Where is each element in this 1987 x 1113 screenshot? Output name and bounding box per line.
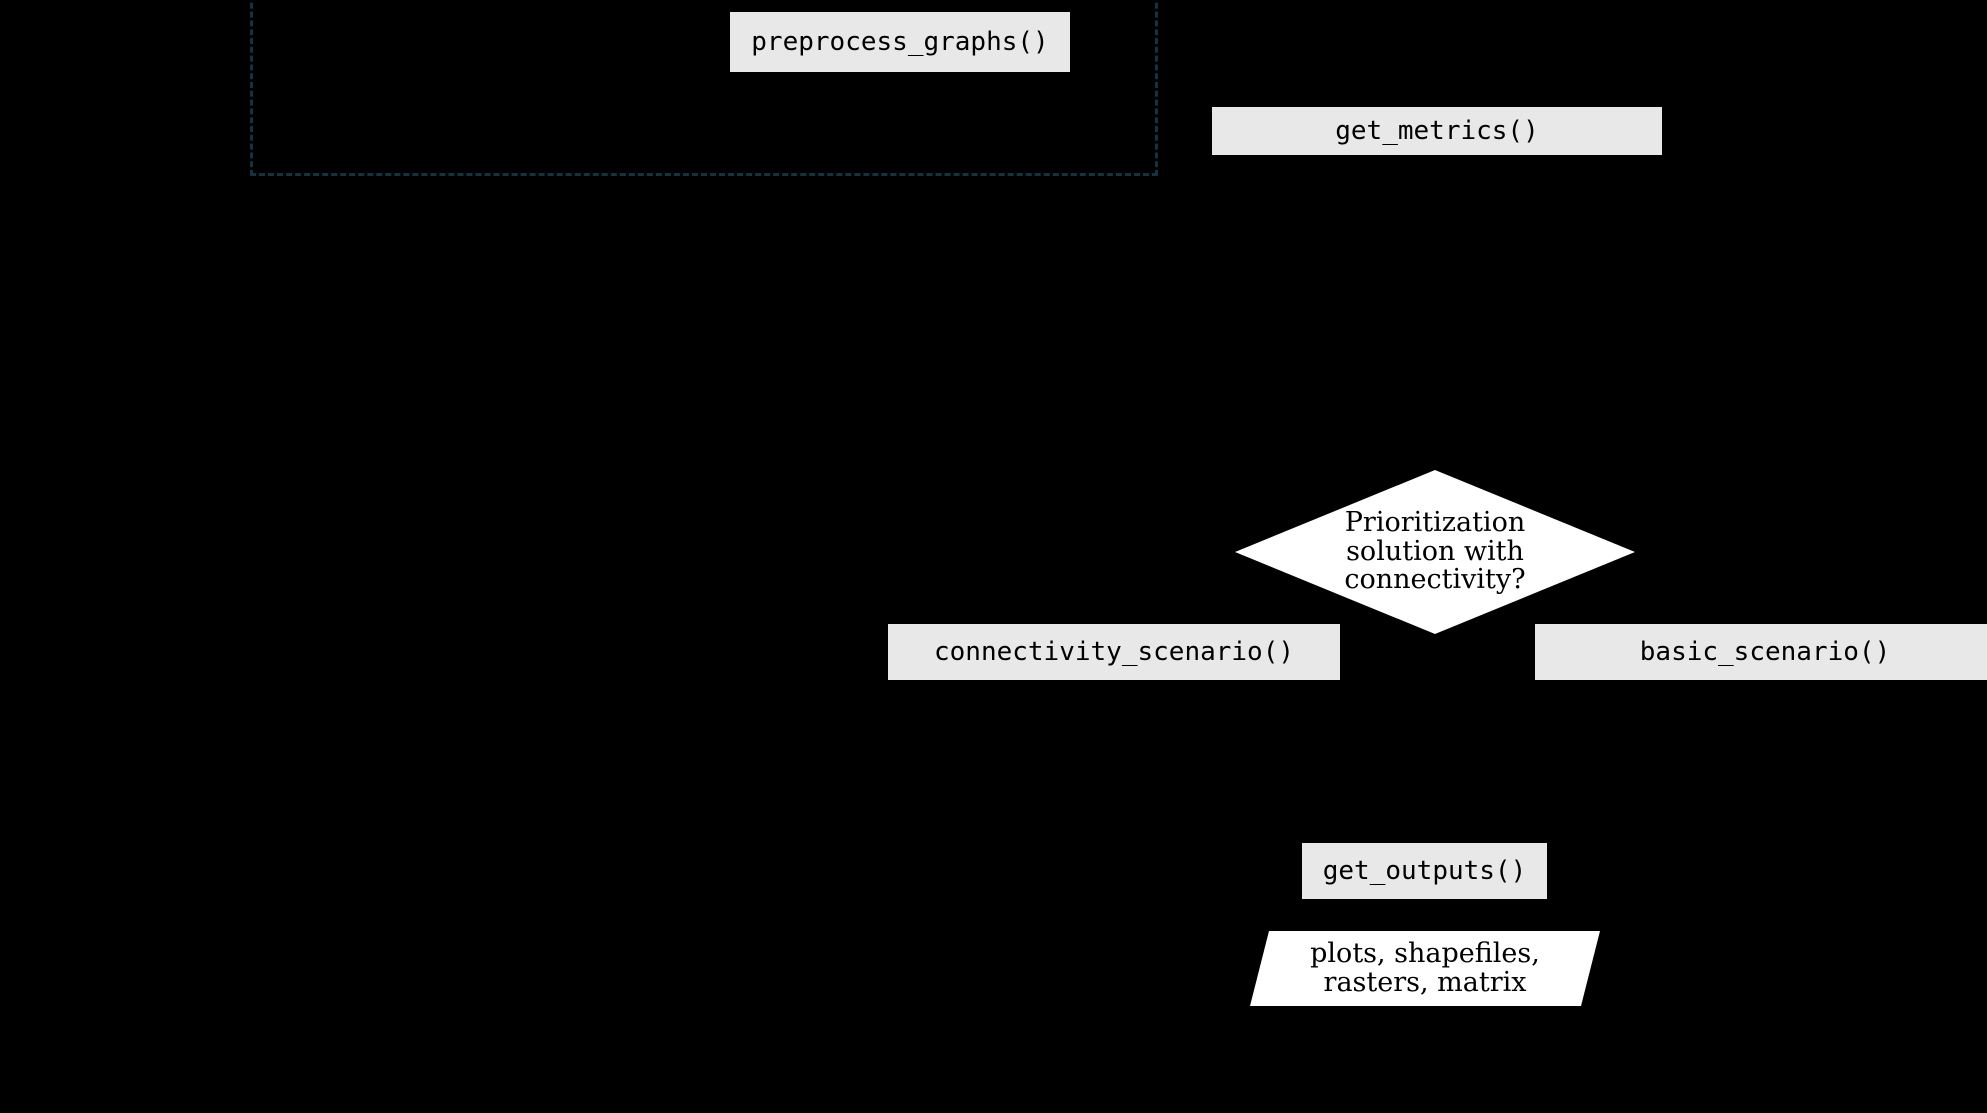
- node-preprocess-graphs-label: preprocess_graphs(): [751, 27, 1049, 57]
- node-get-outputs-label: get_outputs(): [1322, 856, 1527, 886]
- preprocessing-group-box: [250, 0, 1158, 176]
- diamond-shape: [1235, 470, 1635, 634]
- node-outputs-parallelogram[interactable]: plots, shapefiles, rasters, matrix: [1250, 931, 1600, 1006]
- node-connectivity-scenario-label: connectivity_scenario(): [933, 637, 1295, 667]
- node-decision-prioritization[interactable]: Prioritization solution with connectivit…: [1235, 470, 1635, 634]
- parallelogram-shape: [1250, 931, 1600, 1006]
- node-connectivity-scenario[interactable]: connectivity_scenario(): [888, 624, 1340, 680]
- node-get-metrics-label: get_metrics(): [1335, 116, 1539, 146]
- node-basic-scenario[interactable]: basic_scenario(): [1535, 624, 1987, 680]
- node-preprocess-graphs[interactable]: preprocess_graphs(): [730, 12, 1070, 72]
- node-get-outputs[interactable]: get_outputs(): [1302, 843, 1547, 899]
- node-get-metrics[interactable]: get_metrics(): [1212, 107, 1662, 155]
- node-basic-scenario-label: basic_scenario(): [1639, 637, 1891, 667]
